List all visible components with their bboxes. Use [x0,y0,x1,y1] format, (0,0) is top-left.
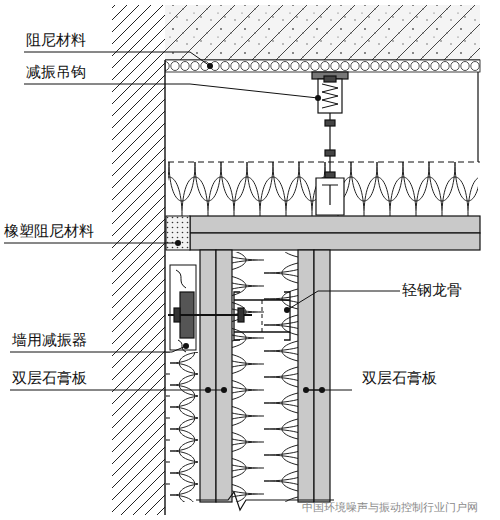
damping-strip [165,60,480,72]
part-label: 阻尼材料 [24,31,88,49]
wall-insulation [166,352,198,502]
ceiling-insulation [168,162,478,216]
rubber-damping [166,216,190,250]
leader-line [4,52,400,390]
part-label: 轻钢龙骨 [400,281,464,299]
part-label: 橡塑阻尼材料 [2,222,96,240]
wall-gypsum-board [200,250,330,502]
masonry-wall [112,5,165,515]
watermark: 中国环境噪声与振动控制行业门户网 [300,499,480,517]
ceiling-gypsum-board [190,216,480,233]
wall-damper [168,265,252,352]
leader-dot [175,63,325,393]
part-label: 减振吊钩 [24,63,88,81]
part-label: 双层石膏板 [10,369,89,387]
part-label: 墙用减振器 [10,331,89,349]
wall-insulation [232,252,298,502]
ceiling-gypsum-board [190,233,480,250]
vibration-hanger [312,72,348,215]
light-steel-stud [234,292,290,340]
part-label: 双层石膏板 [360,369,439,387]
